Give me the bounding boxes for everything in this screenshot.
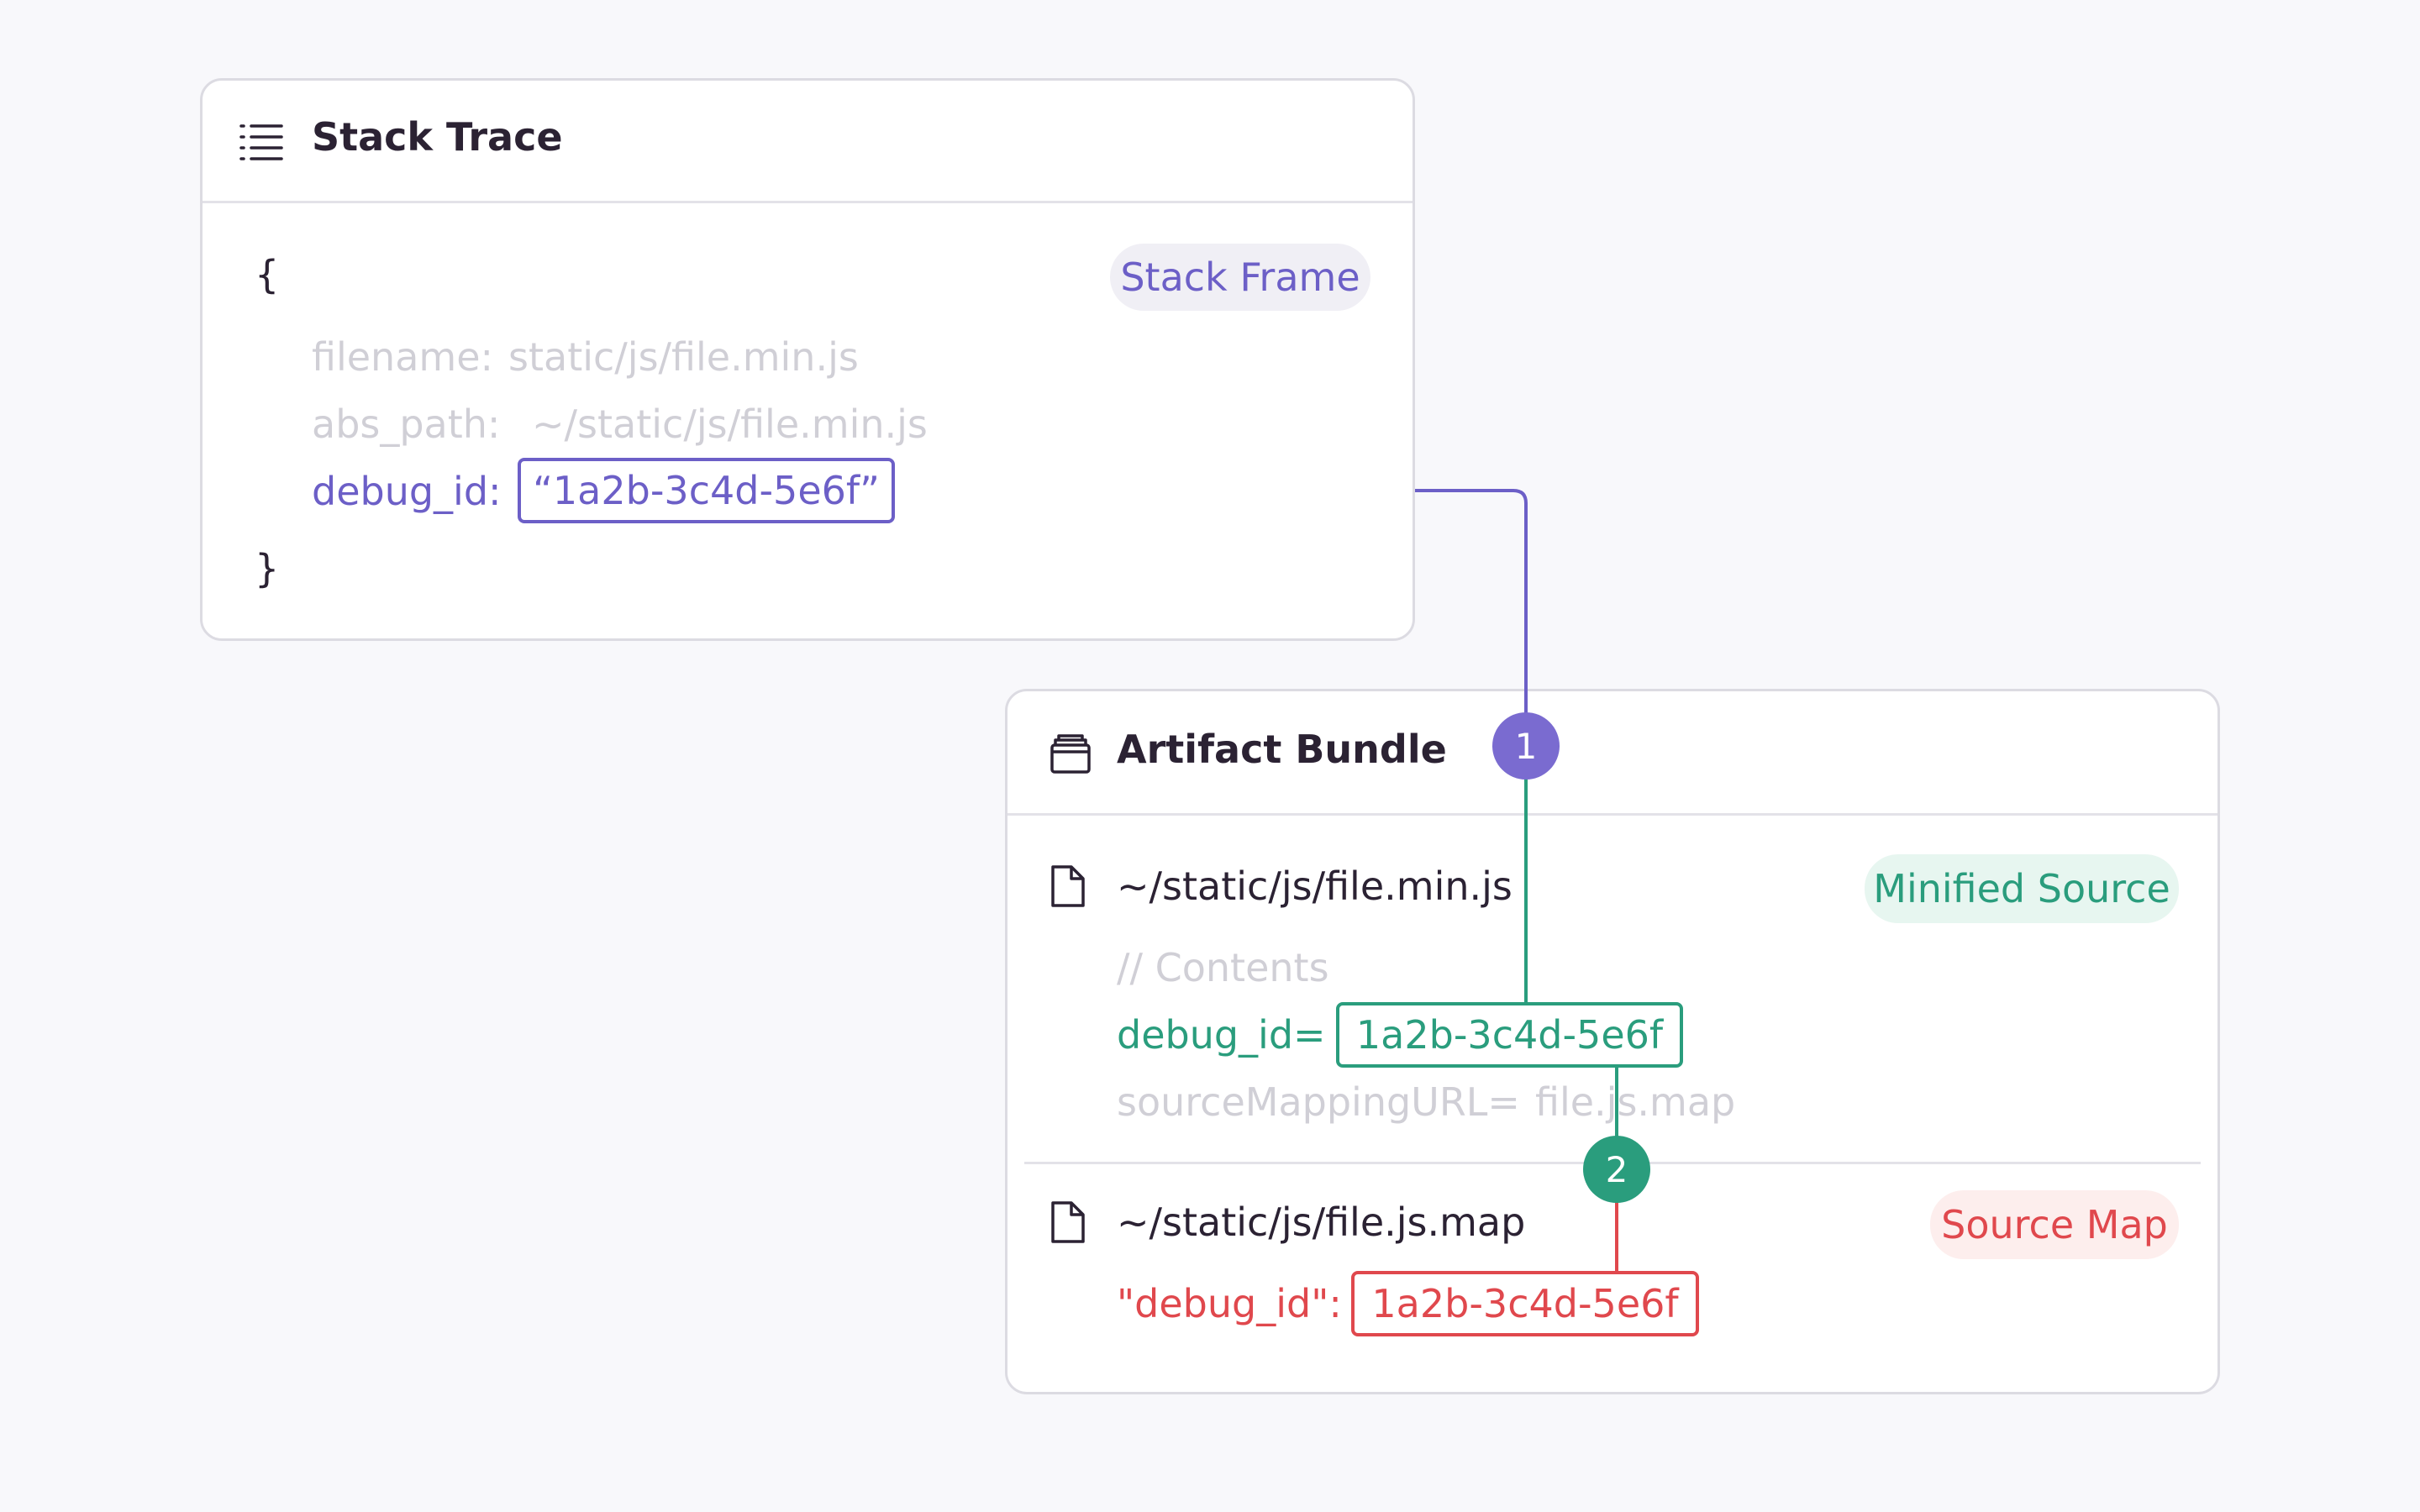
minified-debug-id-key: debug_id= [1117,1012,1326,1058]
source-map-path: ~/static/js/file.js.map [1117,1200,1526,1245]
abs-path-key: abs_path: [312,402,501,447]
source-map-debug-id-box: 1a2b-3c4d-5e6f [1351,1271,1699,1336]
file-icon [1050,864,1086,911]
step-badge-2: 2 [1583,1136,1650,1203]
abs-path-value: ~/static/js/file.min.js [532,402,928,447]
connector-purple [892,489,1528,655]
contents-comment: // Contents [1117,945,1329,990]
stack-trace-title: Stack Trace [312,114,563,160]
source-mapping-key: sourceMappingURL= [1117,1079,1520,1125]
source-map-tag: Source Map [1930,1190,2179,1259]
stack-frame-tag: Stack Frame [1110,244,1370,311]
list-icon [239,123,283,165]
artifact-bundle-title: Artifact Bundle [1117,727,1447,772]
minified-debug-id-box: 1a2b-3c4d-5e6f [1336,1002,1683,1068]
archive-box-icon [1050,733,1092,777]
debug-id-key: debug_id: [312,469,502,514]
stack-trace-header: Stack Trace [203,81,1413,203]
file-icon [1050,1200,1086,1247]
source-map-debug-id-key: "debug_id": [1117,1281,1342,1326]
filename-value: static/js/file.min.js [508,334,859,380]
source-mapping-value: file.js.map [1535,1079,1736,1125]
close-brace: } [255,546,280,591]
minified-source-tag: Minified Source [1865,854,2179,923]
minified-path: ~/static/js/file.min.js [1117,864,1512,909]
stack-trace-card: Stack Trace { Stack Frame filename: stat… [200,78,1415,641]
step-badge-1: 1 [1492,712,1560,780]
artifact-bundle-header: Artifact Bundle [1007,691,2217,816]
stack-debug-id-box: “1a2b-3c4d-5e6f” [518,458,895,523]
open-brace: { [255,252,280,297]
filename-key: filename: [312,334,494,380]
